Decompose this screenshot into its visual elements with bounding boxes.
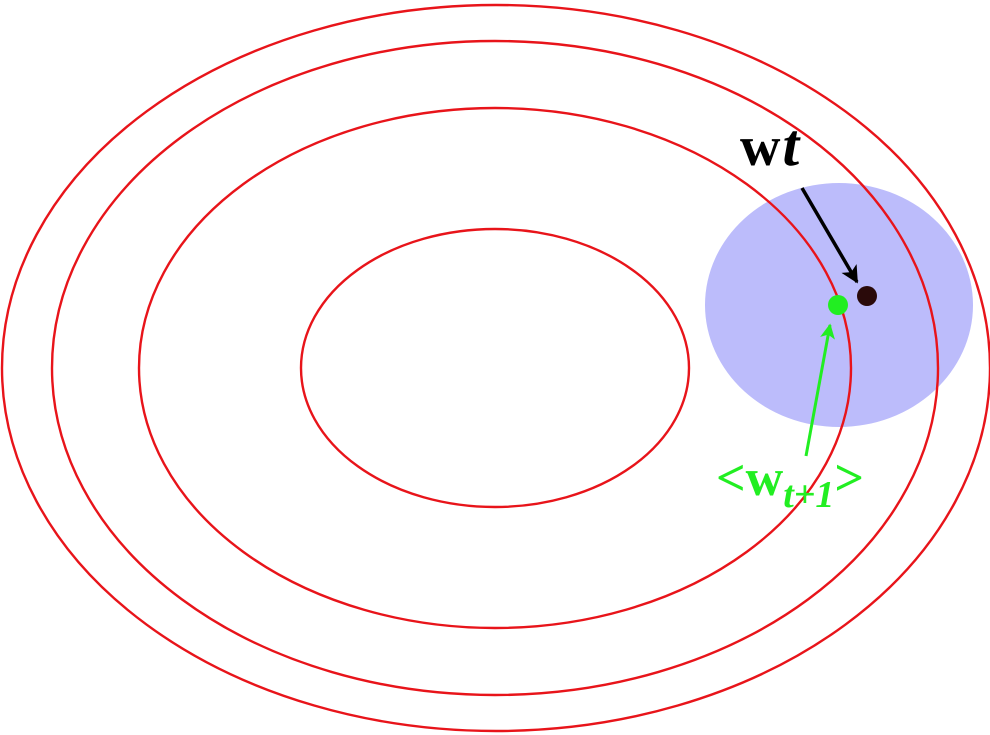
- current-point-marker: [857, 286, 877, 306]
- contour-outer: [0, 3, 990, 733]
- next-point-marker: [828, 295, 848, 315]
- current-label-symbol: w: [740, 116, 781, 178]
- current-point-arrow: [800, 187, 859, 284]
- next-label-subscript: t+1: [783, 474, 834, 516]
- contour-inner: [299, 227, 691, 509]
- next-label-open-bracket: <: [716, 450, 746, 507]
- next-point-label: <wt+1>: [716, 450, 864, 516]
- next-label-close-bracket: >: [834, 450, 864, 507]
- current-point-label: wt: [740, 112, 801, 178]
- next-label-symbol: w: [746, 450, 784, 507]
- next-point-arrow: [804, 323, 835, 457]
- current-label-subscript: t: [782, 112, 801, 178]
- contour-second: [137, 106, 853, 630]
- contour-third: [50, 39, 940, 697]
